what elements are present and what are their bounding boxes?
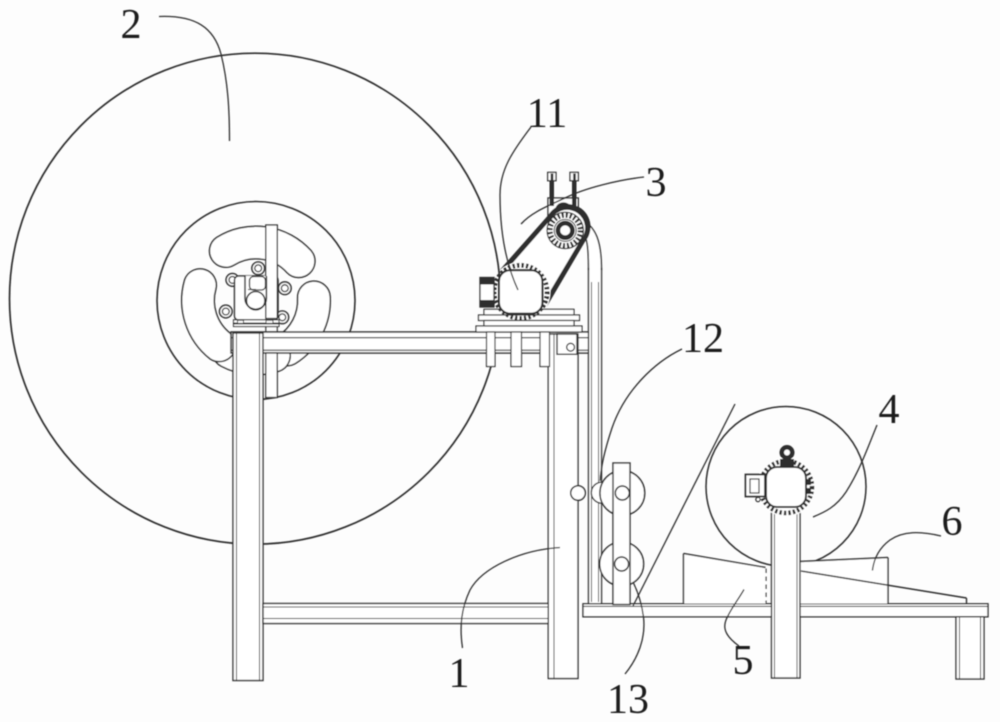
svg-text:1: 1 bbox=[449, 651, 470, 697]
svg-text:4: 4 bbox=[879, 387, 900, 433]
svg-text:3: 3 bbox=[646, 160, 667, 206]
svg-text:5: 5 bbox=[733, 638, 754, 684]
svg-text:6: 6 bbox=[942, 499, 963, 545]
svg-text:11: 11 bbox=[527, 91, 567, 137]
svg-text:12: 12 bbox=[682, 316, 724, 362]
svg-text:13: 13 bbox=[607, 677, 649, 722]
svg-text:2: 2 bbox=[121, 2, 142, 48]
